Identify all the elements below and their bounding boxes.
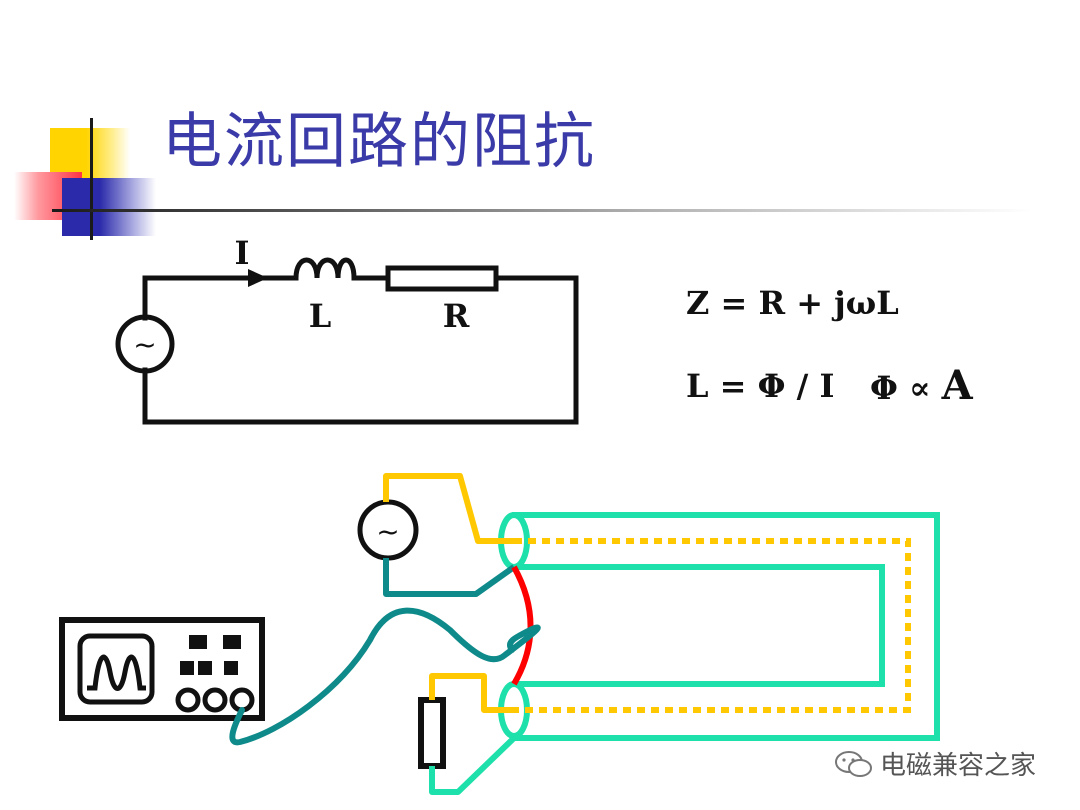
current-label: I bbox=[235, 234, 250, 272]
scope-button-1 bbox=[189, 635, 207, 649]
scope-button-3 bbox=[180, 661, 194, 675]
title-decoration-blue bbox=[62, 178, 156, 236]
circuit-wire-right bbox=[142, 275, 579, 425]
scope-button-2 bbox=[223, 635, 241, 649]
page-title: 电流回路的阻抗 bbox=[162, 107, 596, 177]
load-cyan-lead bbox=[429, 735, 517, 795]
inductor-coil bbox=[293, 257, 357, 281]
oscilloscope bbox=[59, 617, 265, 721]
signal-generator-tilde: ~ bbox=[376, 515, 399, 548]
load-resistor bbox=[418, 697, 446, 769]
circuit-wire-top-left bbox=[142, 275, 265, 321]
impedance-formula: Z = R + jωL bbox=[686, 284, 899, 322]
scope-button-4 bbox=[198, 661, 212, 675]
ac-source-symbol bbox=[115, 314, 175, 374]
oscilloscope-probe-lead bbox=[229, 607, 541, 746]
watermark: 电磁兼容之家 bbox=[834, 745, 1036, 782]
red-shield-connection bbox=[511, 565, 534, 686]
coax-cable-outer-shields bbox=[498, 512, 940, 741]
wechat-icon bbox=[835, 750, 872, 777]
resistor-body bbox=[385, 265, 499, 292]
inner-conductor-dotted bbox=[514, 538, 911, 713]
scope-knob-1 bbox=[175, 687, 201, 713]
resistor-label: R bbox=[443, 297, 470, 335]
scope-knob-3 bbox=[229, 687, 255, 713]
scope-button-5 bbox=[224, 661, 238, 675]
ac-source-tilde: ~ bbox=[133, 328, 156, 361]
generator-yellow-lead bbox=[383, 473, 514, 544]
flux-area-symbol: A bbox=[941, 362, 973, 409]
flux-prefix: Φ ∝ bbox=[870, 369, 942, 407]
current-arrow bbox=[248, 269, 268, 287]
oscilloscope-screen bbox=[77, 633, 155, 705]
watermark-text: 电磁兼容之家 bbox=[880, 751, 1037, 781]
series-circuit bbox=[115, 257, 579, 425]
inductor-label: L bbox=[309, 297, 332, 335]
lower-cable-inner-line bbox=[514, 564, 885, 687]
upper-cable-shield bbox=[512, 512, 940, 741]
inductance-formula: L = Φ / I bbox=[686, 367, 835, 405]
oscilloscope-waveform-icon bbox=[87, 654, 146, 691]
scope-knob-2 bbox=[202, 687, 228, 713]
load-yellow-lead bbox=[429, 673, 514, 713]
title-decoration-vertical-line bbox=[90, 118, 93, 240]
title-underline bbox=[52, 209, 1032, 212]
flux-proportional-formula: Φ ∝ A bbox=[870, 366, 973, 406]
generator-teal-lead bbox=[383, 558, 516, 597]
